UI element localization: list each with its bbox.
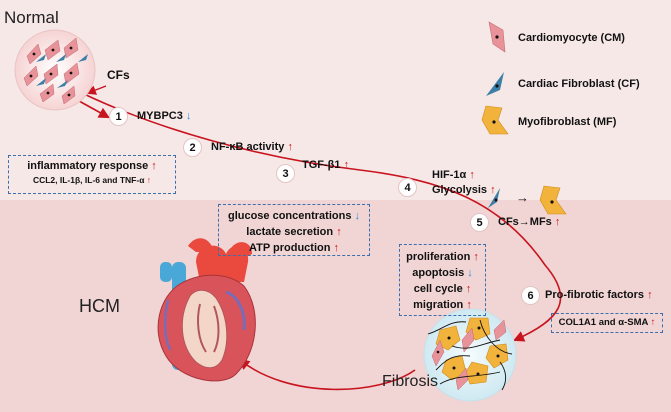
- lactate-item: lactate secretion ↑: [246, 226, 342, 238]
- pathway-curve: [83, 93, 562, 342]
- cf-to-mf-icon: [488, 185, 567, 215]
- fibrosis-illustration: [423, 308, 517, 402]
- fibrosis-to-hcm-arrow: [238, 358, 416, 391]
- step-5-marker: 5: [470, 213, 489, 232]
- transition-arrow: →: [516, 190, 529, 205]
- step-3-label: TGF-β1 ↑: [302, 159, 350, 171]
- step-6-marker: 6: [521, 286, 540, 305]
- step-6-label: Pro-fibrotic factors ↑: [545, 289, 653, 301]
- step-1-marker: 1: [109, 107, 128, 126]
- normal-tissue-illustration: [14, 29, 96, 111]
- cell-cycle-item: cell cycle ↑: [413, 283, 472, 295]
- normal-label: Normal: [4, 8, 59, 27]
- apoptosis-item: apoptosis ↓: [412, 267, 473, 279]
- proliferation-item: proliferation ↑: [406, 251, 479, 263]
- atp-item: ATP production ↑: [248, 242, 340, 254]
- proliferation-box: proliferation ↑ apoptosis ↓ cell cycle ↑…: [399, 244, 486, 316]
- step-2-marker: 2: [183, 138, 202, 157]
- col-box: COL1A1 and α-SMA ↑: [551, 313, 663, 333]
- legend-mf-label: Myofibroblast (MF): [518, 116, 617, 128]
- step-4-label: HIF-1α ↑ Glycolysis ↑: [432, 169, 496, 196]
- inflammatory-box: inflammatory response ↑ CCL2, IL-1β, IL-…: [8, 155, 176, 194]
- cfs-pointer-arrow: [86, 85, 107, 95]
- cfs-label: CFs: [107, 68, 130, 82]
- heart-illustration: [157, 238, 256, 382]
- step-5-label: CFs→MFs ↑: [498, 216, 561, 228]
- legend-cf-label: Cardiac Fibroblast (CF): [518, 78, 640, 90]
- legend-cm-label: Cardiomyocyte (CM): [518, 32, 625, 44]
- step-2-label: NF-κB activity ↑: [211, 141, 293, 153]
- step-3-marker: 3: [276, 164, 295, 183]
- step-4-marker: 4: [398, 178, 417, 197]
- glucose-box: glucose concentrations ↓ lactate secreti…: [218, 204, 370, 256]
- fibrosis-label: Fibrosis: [382, 373, 439, 390]
- migration-item: migration ↑: [413, 299, 472, 311]
- hcm-label: HCM: [79, 296, 120, 316]
- glucose-item: glucose concentrations ↓: [227, 210, 361, 222]
- step-1-label: MYBPC3 ↓: [137, 110, 192, 122]
